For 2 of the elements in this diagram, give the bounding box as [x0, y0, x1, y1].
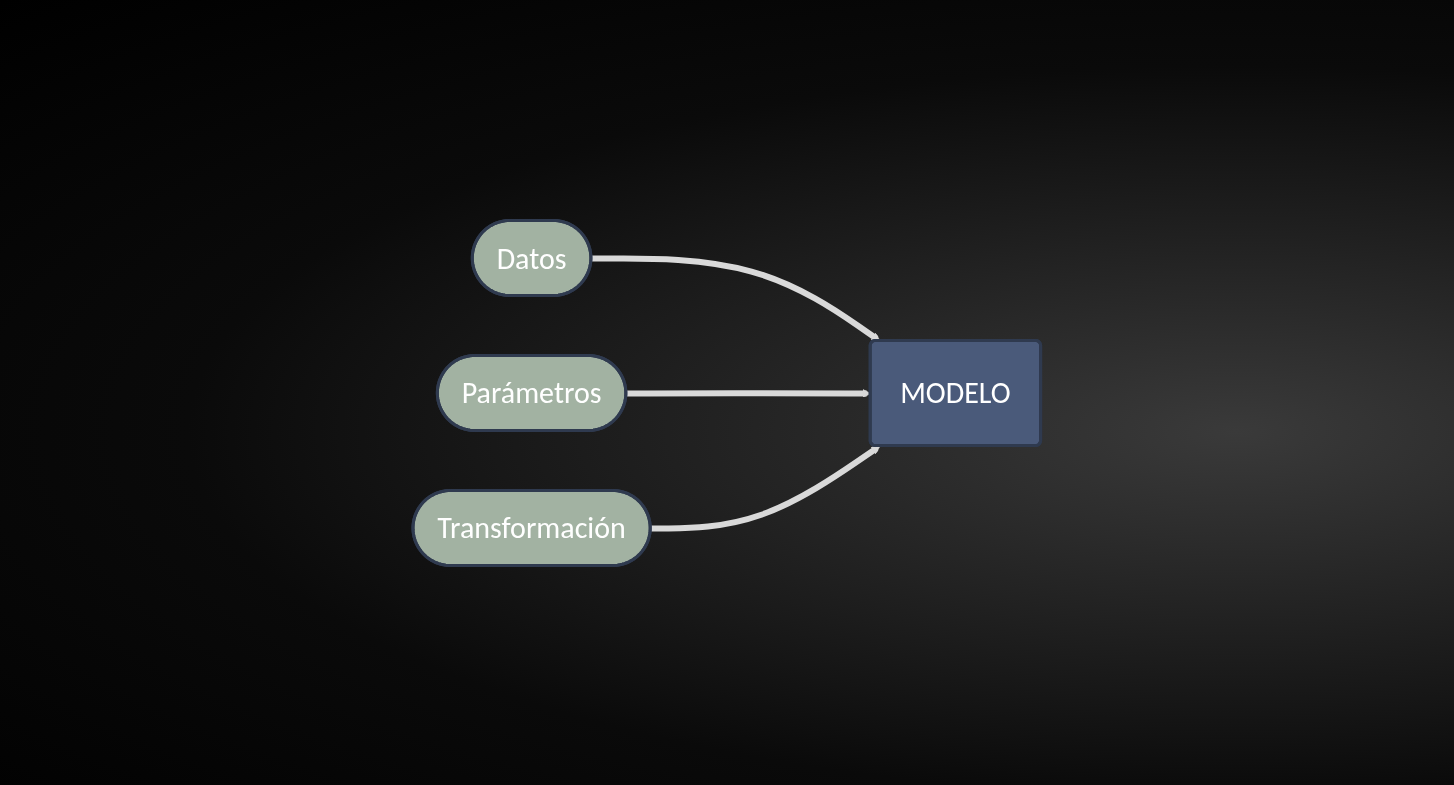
- arrow: [650, 445, 881, 531]
- arrow: [591, 254, 881, 341]
